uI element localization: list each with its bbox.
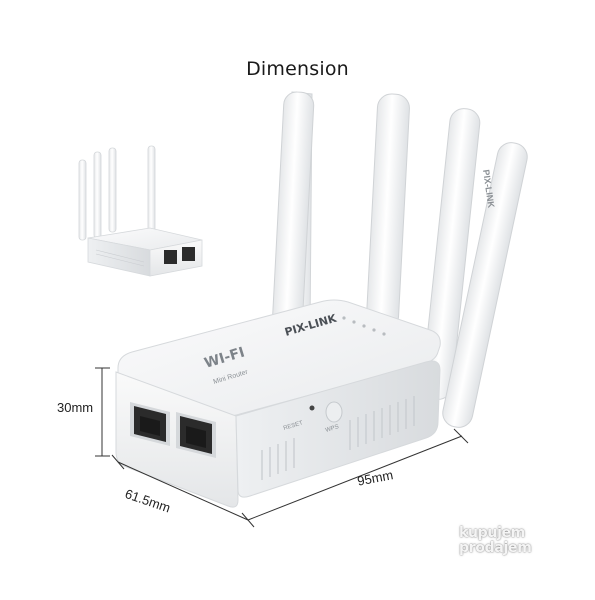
antennas: PIX-LINK bbox=[271, 91, 528, 428]
thumbnail-router bbox=[78, 145, 203, 277]
led-indicators bbox=[342, 316, 386, 336]
dimension-lines bbox=[95, 367, 469, 528]
watermark-line-1: kupujem bbox=[459, 525, 526, 541]
reset-label: RESET bbox=[283, 420, 304, 432]
ethernet-port-left bbox=[130, 402, 170, 446]
height-dimension-label: 30mm bbox=[57, 400, 94, 415]
wps-button bbox=[325, 401, 343, 423]
watermark-line-2: prodajem bbox=[459, 540, 532, 556]
reset-hole bbox=[309, 405, 315, 411]
wps-label: WPS bbox=[325, 424, 340, 434]
page-title: Dimension bbox=[246, 58, 349, 80]
side-vents bbox=[261, 396, 415, 480]
ethernet-port-right bbox=[176, 412, 216, 458]
main-router: PIX-LINK WI-FI Mini Router bbox=[115, 299, 441, 508]
watermark: kupujem prodajem bbox=[459, 526, 532, 556]
